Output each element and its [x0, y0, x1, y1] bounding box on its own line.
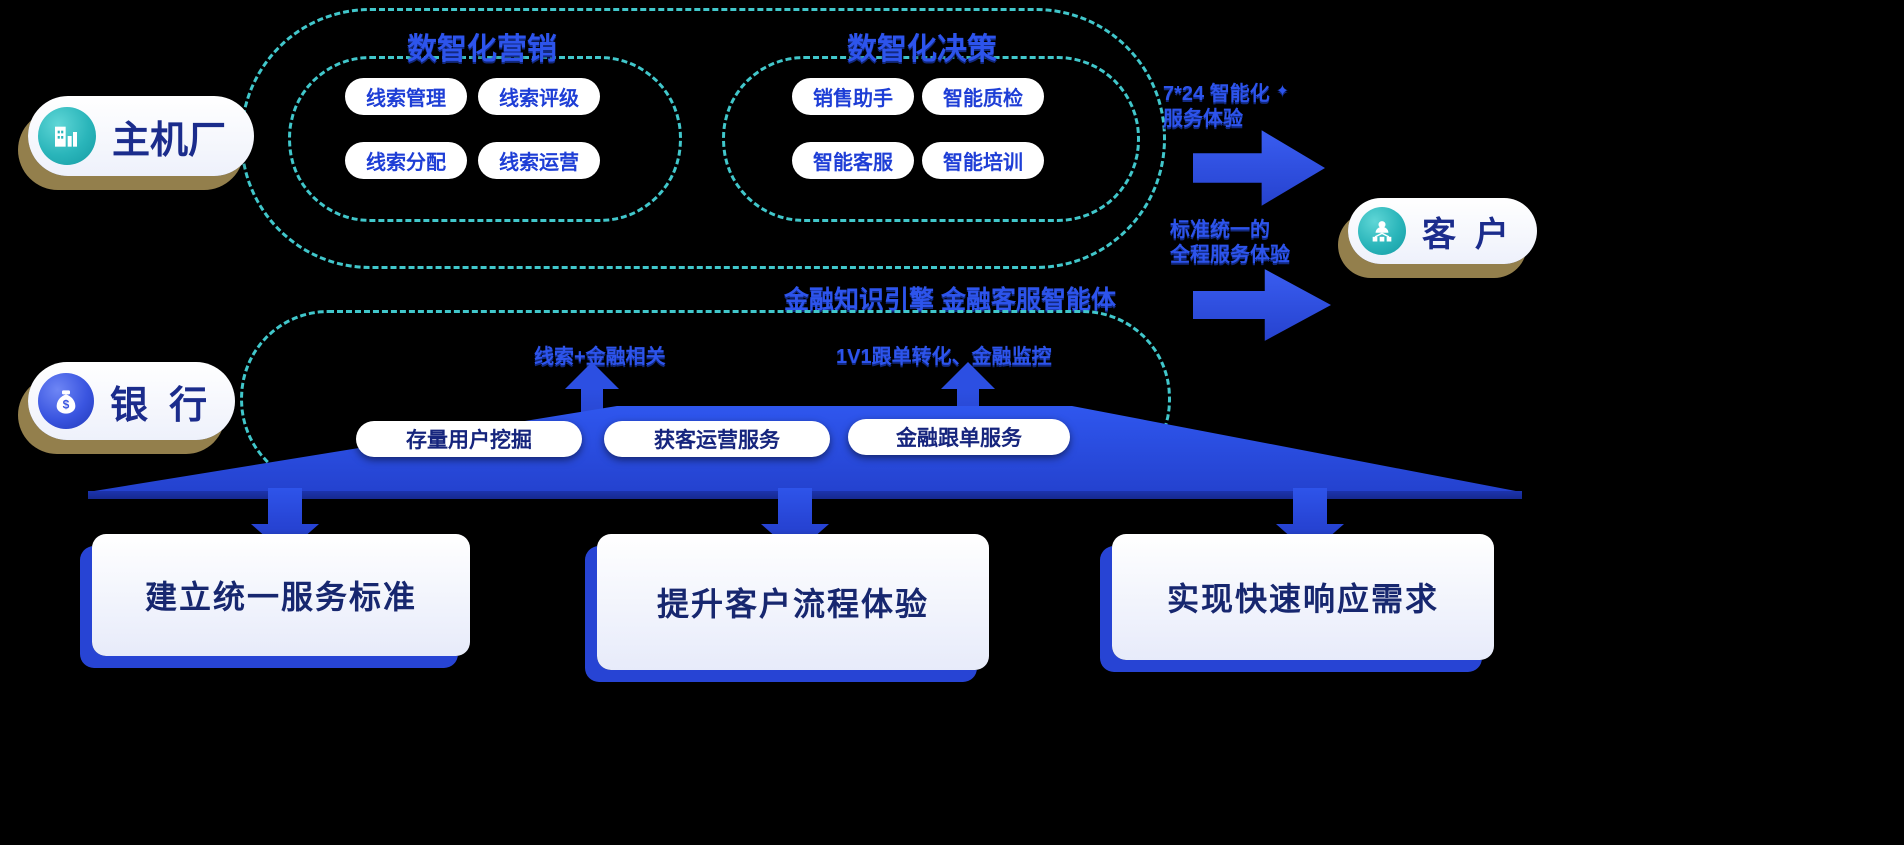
benefit-top-line2: 服务体验	[1163, 108, 1243, 130]
up-arrow-left-head	[565, 362, 619, 389]
up-arrow-right-head	[941, 362, 995, 389]
down-arrow-goal-2-stem	[778, 488, 812, 524]
finance-engine-label: 金融知识引擎 金融客服智能体	[784, 286, 1116, 314]
entity-bank-label: 银 行	[110, 384, 208, 427]
money-bag-icon: $	[38, 373, 94, 429]
svg-text:$: $	[63, 397, 70, 411]
goal-card-fast-response: 实现快速响应需求	[1112, 534, 1494, 660]
entity-customer-label: 客 户	[1422, 215, 1509, 254]
right-arrow-top	[1193, 130, 1325, 206]
benefit-label-top: 7*24 智能化 ✦ 服务体验	[1163, 82, 1289, 132]
chip-smart-training: 智能培训	[922, 142, 1044, 179]
chip-smart-qc: 智能质检	[922, 78, 1044, 115]
marketing-title: 数智化营销	[407, 33, 557, 66]
factory-building-icon	[38, 107, 96, 165]
chip-smart-service: 智能客服	[792, 142, 914, 179]
marketing-group-box	[288, 56, 682, 222]
down-arrow-goal-3-stem	[1293, 488, 1327, 524]
benefit-mid-line2: 全程服务体验	[1170, 244, 1290, 266]
chip-lead-management: 线索管理	[345, 78, 467, 115]
goal-card-customer-experience: 提升客户流程体验	[597, 534, 989, 670]
chip-lead-operation: 线索运营	[478, 142, 600, 179]
entity-bank: $ 银 行	[28, 362, 236, 440]
benefit-label-mid: 标准统一的 全程服务体验	[1170, 218, 1290, 268]
entity-customer: 客 户	[1348, 198, 1537, 264]
customer-network-icon	[1358, 207, 1406, 255]
bank-right-note: 1V1跟单转化、金融监控	[836, 346, 1052, 368]
service-acquisition-operation: 获客运营服务	[604, 421, 830, 457]
down-arrow-goal-1-stem	[268, 488, 302, 524]
right-arrow-mid	[1193, 269, 1331, 341]
service-finance-followup: 金融跟单服务	[848, 419, 1070, 455]
goal-card-unified-standard: 建立统一服务标准	[92, 534, 470, 656]
benefit-top-line1: 7*24 智能化	[1163, 83, 1270, 105]
chip-sales-assistant: 销售助手	[792, 78, 914, 115]
entity-oem-label: 主机厂	[112, 119, 227, 162]
decision-group-box	[722, 56, 1140, 222]
chip-lead-rating: 线索评级	[478, 78, 600, 115]
entity-oem: 主机厂	[28, 96, 255, 176]
chip-lead-allocation: 线索分配	[345, 142, 467, 179]
sparkle-icon: ✦	[1275, 83, 1290, 100]
service-existing-user-mining: 存量用户挖掘	[356, 421, 582, 457]
benefit-mid-line1: 标准统一的	[1170, 219, 1270, 241]
decision-title: 数智化决策	[847, 33, 997, 66]
